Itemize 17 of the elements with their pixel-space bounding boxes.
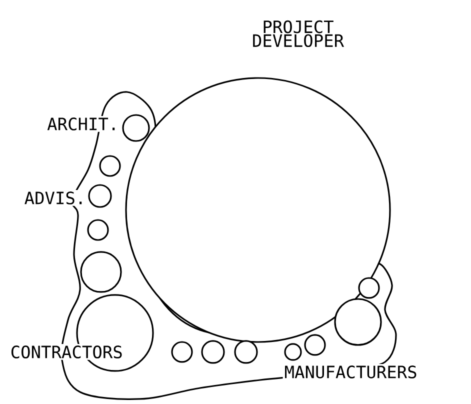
circle xyxy=(284,343,302,361)
circle xyxy=(304,334,326,356)
group-label: CONTRACTORS xyxy=(8,344,124,360)
circle xyxy=(234,340,258,364)
circle xyxy=(201,340,225,364)
circle xyxy=(358,277,380,299)
node-label: PROJECT DEVELOPER xyxy=(253,20,344,48)
circle xyxy=(99,155,121,177)
group-label: MANUFACTURERS xyxy=(282,364,419,380)
circle xyxy=(171,341,193,363)
circle xyxy=(88,184,112,208)
circle xyxy=(334,298,382,346)
group-label: ADVIS. xyxy=(22,190,88,206)
circle xyxy=(87,219,109,241)
circle xyxy=(122,114,150,142)
group-label: ARCHIT. xyxy=(46,116,120,132)
circle xyxy=(80,251,122,293)
